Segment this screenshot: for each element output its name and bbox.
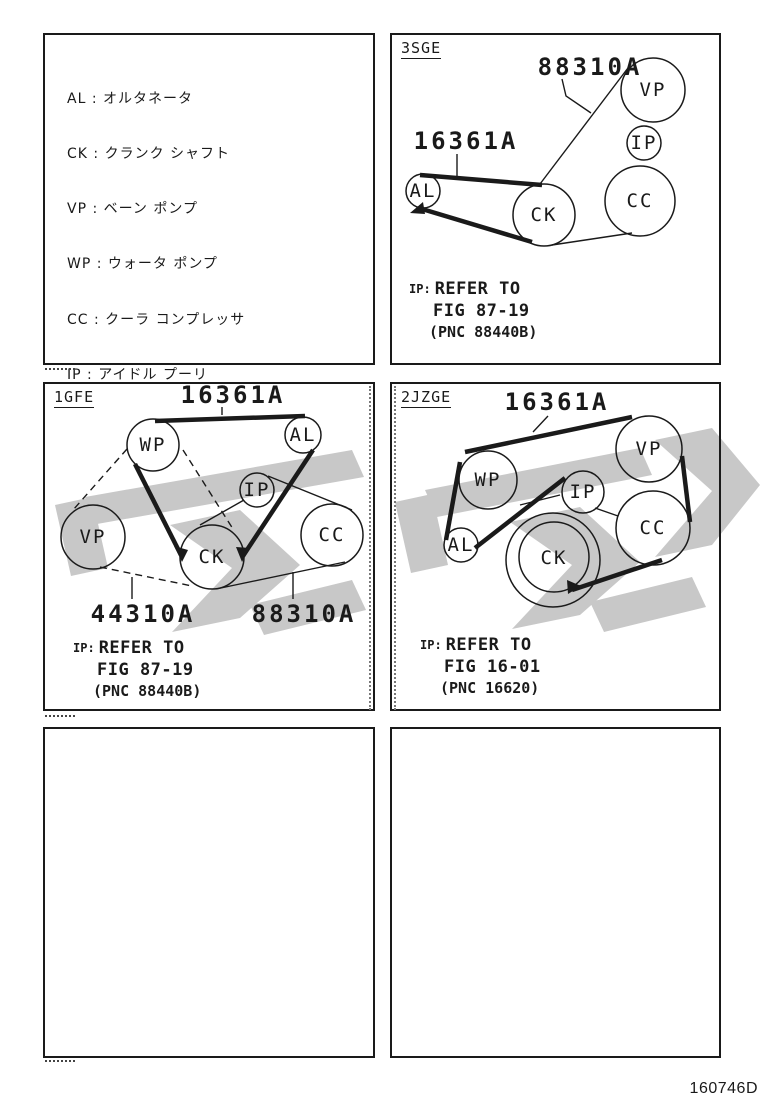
svg-text:AL: AL	[410, 180, 437, 202]
perforation-dots	[45, 1060, 75, 1062]
note-2jzge: IP:REFER TO FIG 16-01 (PNC 16620)	[420, 635, 541, 697]
note-line-2: FIG 16-01	[444, 657, 541, 677]
pulley-ck: CK	[505, 512, 601, 608]
belt-direction-arrow	[174, 546, 188, 562]
pulley-ck: CK	[512, 183, 576, 247]
engine-code-1gfe: 1GFE	[54, 388, 95, 408]
svg-text:IP: IP	[631, 132, 658, 154]
pulley-wp: WP	[458, 450, 518, 510]
panel-3sge: 3SGE AL CK CC	[390, 33, 721, 365]
empty-panel-right	[390, 727, 721, 1058]
perforation-dots	[45, 368, 75, 370]
note-line-3: (PNC 88440B)	[429, 323, 538, 341]
svg-text:CC: CC	[640, 517, 667, 539]
note-line-3: (PNC 88440B)	[93, 682, 202, 700]
belt-diagram-3sge: AL CK CC IP VP 88310A	[405, 53, 686, 247]
callout-16361a: 16361A	[181, 384, 286, 415]
callout-16361a: 16361A	[505, 388, 610, 433]
svg-text:IP: IP	[570, 481, 597, 503]
callout-16361a: 16361A	[414, 127, 519, 179]
belt-diagram-1gfe: WP AL IP VP CK CC	[60, 384, 364, 628]
svg-text:VP: VP	[640, 79, 667, 101]
note-1gfe: IP:REFER TO FIG 87-19 (PNC 88440B)	[73, 638, 201, 700]
pulley-cc: CC	[615, 490, 691, 566]
legend-line-cc: CC : クーラ コンプレッサ	[67, 311, 246, 328]
pulley-vp: VP	[615, 415, 683, 483]
engine-code-3sge: 3SGE	[401, 39, 442, 59]
belt-direction-arrow	[236, 547, 250, 562]
callout-88310a: 88310A	[252, 572, 357, 628]
svg-text:VP: VP	[80, 526, 107, 548]
svg-text:AL: AL	[448, 534, 475, 556]
belt-16361a	[410, 172, 543, 245]
belt-diagram-2jzge: WP AL IP VP CK CC	[443, 388, 693, 608]
note-line-3: (PNC 16620)	[440, 679, 540, 697]
pulley-al: AL	[284, 416, 322, 454]
legend-line-ck: CK : クランク シャフト	[67, 146, 231, 163]
svg-text:IP: IP	[244, 479, 271, 501]
svg-text:CK: CK	[541, 547, 568, 569]
svg-text:16361A: 16361A	[505, 388, 610, 416]
legend-line-wp: WP : ウォータ ポンプ	[67, 256, 218, 273]
note-line-2: FIG 87-19	[97, 660, 194, 680]
svg-text:CK: CK	[199, 546, 226, 568]
legend-panel: AL : オルタネータ CK : クランク シャフト VP : ベーン ポンプ …	[43, 33, 375, 383]
belt-direction-arrow	[410, 202, 425, 214]
belt-44310a	[72, 448, 234, 587]
pulley-al: AL	[443, 527, 479, 563]
belt-direction-arrow	[567, 580, 581, 594]
pulley-ip: IP	[239, 472, 275, 508]
abbreviation-legend: AL : オルタネータ CK : クランク シャフト VP : ベーン ポンプ …	[67, 53, 245, 421]
panel-1gfe: 1GFE WP	[43, 382, 375, 711]
svg-text:CC: CC	[319, 524, 346, 546]
pulley-vp: VP	[620, 57, 686, 123]
pulley-wp: WP	[126, 418, 180, 472]
callout-44310a: 44310A	[91, 577, 196, 628]
perforation-dots	[394, 386, 396, 710]
legend-line-ip: IP : アイドル プーリ	[67, 366, 208, 383]
note-line-1: IP:REFER TO	[73, 638, 185, 658]
figure-code: 160746D	[689, 1080, 758, 1097]
perforation-dots	[369, 386, 371, 710]
svg-text:16361A: 16361A	[181, 384, 286, 409]
pulley-ip: IP	[626, 125, 662, 161]
callout-88310a: 88310A	[538, 53, 643, 114]
svg-text:WP: WP	[140, 434, 167, 456]
pulley-ip: IP	[561, 470, 605, 514]
belt-tangent-lines	[519, 494, 619, 517]
legend-line-vp: VP : ベーン ポンプ	[67, 201, 198, 218]
pulley-ck: CK	[179, 524, 245, 590]
svg-text:WP: WP	[475, 469, 502, 491]
note-line-2: FIG 87-19	[433, 301, 530, 321]
belt-88310a	[539, 63, 633, 246]
perforation-dots	[45, 715, 75, 717]
pulley-cc: CC	[604, 165, 676, 237]
svg-text:88310A: 88310A	[538, 53, 643, 81]
svg-text:44310A: 44310A	[91, 600, 196, 628]
svg-text:CK: CK	[531, 204, 558, 226]
svg-text:16361A: 16361A	[414, 127, 519, 155]
note-3sge: IP:REFER TO FIG 87-19 (PNC 88440B)	[409, 279, 537, 341]
note-line-1: IP:REFER TO	[420, 635, 532, 655]
svg-text:CC: CC	[627, 190, 654, 212]
panel-2jzge: 2JZGE WP AL	[390, 382, 721, 711]
svg-text:AL: AL	[290, 424, 317, 446]
belt-16361a	[132, 413, 315, 562]
pulley-al: AL	[405, 173, 441, 209]
legend-line-al: AL : オルタネータ	[67, 90, 193, 107]
svg-text:88310A: 88310A	[252, 600, 357, 628]
engine-code-2jzge: 2JZGE	[401, 388, 452, 408]
pulley-vp: VP	[60, 504, 126, 570]
pulley-cc: CC	[300, 503, 364, 567]
svg-text:VP: VP	[636, 438, 663, 460]
note-line-1: IP:REFER TO	[409, 279, 521, 299]
empty-panel-left	[43, 727, 375, 1058]
